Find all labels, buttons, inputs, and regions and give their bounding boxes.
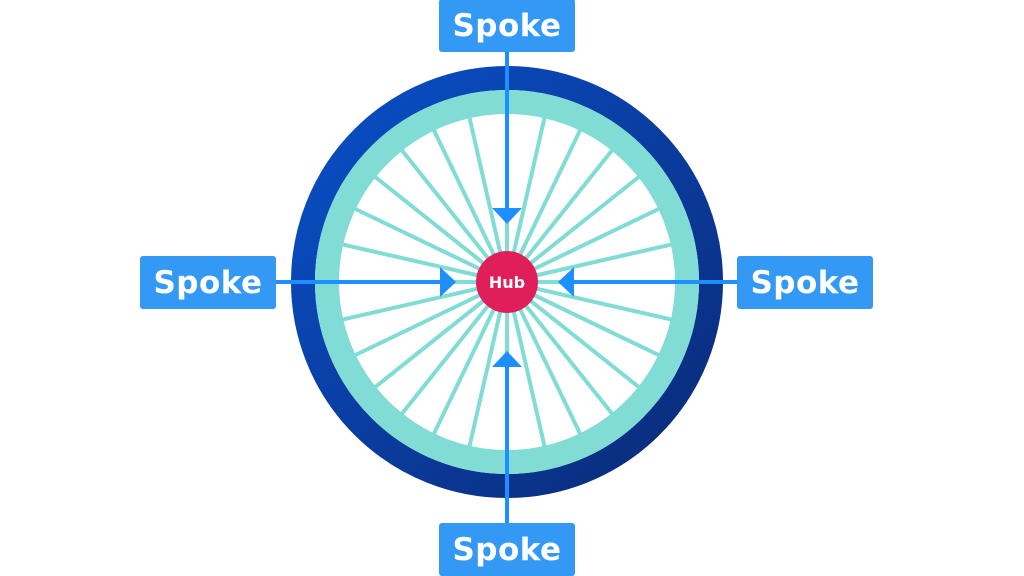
hub	[476, 251, 538, 313]
spoke-label-left: Spoke	[140, 256, 276, 309]
arrow-top-head	[492, 208, 522, 224]
arrow-right-head	[558, 267, 574, 297]
hub-label: Hub	[489, 273, 525, 292]
arrows	[276, 52, 737, 523]
spoke-label-bottom: Spoke	[439, 523, 575, 576]
spoke-label-top: Spoke	[439, 0, 575, 52]
arrow-bottom-head	[492, 351, 522, 367]
wheel-diagram: Hub	[276, 52, 737, 523]
arrow-left-head	[440, 267, 456, 297]
spoke-label-right: Spoke	[737, 256, 873, 309]
